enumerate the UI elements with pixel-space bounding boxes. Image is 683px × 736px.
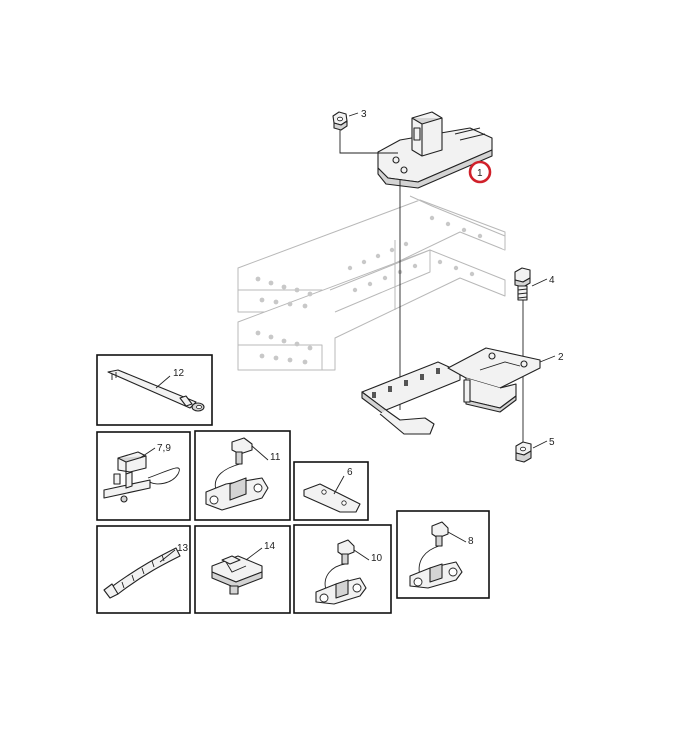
callout-5: 5	[549, 437, 555, 448]
part-box-13: 13	[96, 525, 191, 614]
sensor-part-8	[409, 521, 463, 589]
callout-leader-11	[251, 445, 269, 461]
part-box-12: 12	[96, 354, 213, 426]
part-1-highlight-ring	[468, 160, 492, 184]
part-box-7-9: 7,9	[96, 431, 191, 521]
callout-13: 13	[177, 543, 189, 554]
callout-7-9: 7,9	[157, 443, 171, 454]
callout-1: 1	[477, 168, 483, 179]
callout-8: 8	[468, 536, 474, 547]
part-box-11: 11	[194, 430, 291, 521]
callout-leader-14	[245, 547, 263, 561]
callout-12: 12	[173, 368, 185, 379]
callout-leader-5	[532, 440, 548, 449]
callout-3: 3	[361, 109, 367, 120]
bracket-part-2	[361, 347, 541, 435]
callout-leader-4	[531, 278, 548, 287]
callout-4: 4	[549, 275, 555, 286]
plate-part-6	[303, 483, 361, 513]
sensor-part-10	[315, 539, 367, 605]
clip-part-14	[211, 555, 263, 595]
part-box-10: 10	[293, 524, 392, 614]
callout-leader-7-9	[139, 447, 156, 459]
part-3-assembly-line	[339, 130, 398, 154]
callout-leader-6	[333, 475, 345, 495]
callout-6: 6	[347, 467, 353, 478]
callout-leader-3	[348, 112, 359, 117]
part-box-6: 6	[293, 461, 369, 521]
rod-part-12	[107, 369, 205, 412]
nut-part-5	[515, 441, 532, 463]
callout-11: 11	[270, 452, 281, 463]
sensor-part-11	[205, 437, 269, 511]
callout-leader-10	[353, 549, 370, 561]
part-box-14: 14	[194, 525, 291, 614]
callout-leader-12	[155, 375, 171, 389]
callout-10: 10	[371, 553, 383, 564]
control-module-part-1	[377, 111, 493, 189]
callout-2: 2	[558, 352, 564, 363]
callout-leader-13	[159, 549, 176, 563]
bolt-part-4	[514, 267, 531, 301]
clamp-part-7-9	[103, 451, 180, 503]
nut-part-3	[332, 111, 348, 131]
vehicle-frame-outline	[237, 195, 506, 371]
callout-leader-8	[447, 531, 467, 543]
callout-14: 14	[264, 541, 276, 552]
callout-leader-2	[539, 355, 556, 363]
part-box-8: 8	[396, 510, 490, 599]
